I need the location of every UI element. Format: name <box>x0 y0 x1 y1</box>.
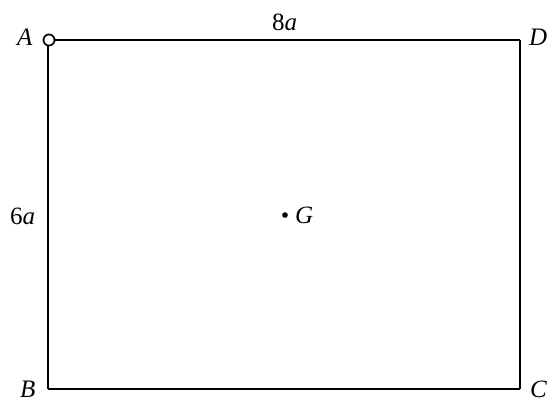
center-label-g: G <box>295 202 313 229</box>
dimension-label-side: 6a <box>10 203 35 230</box>
vertex-label-a: A <box>15 24 33 51</box>
pivot-circle-icon <box>42 33 56 47</box>
vertex-label-c: C <box>530 376 547 399</box>
dimension-side-coef: 6 <box>10 203 23 230</box>
dimension-side-var: a <box>23 203 36 230</box>
dimension-label-top: 8a <box>272 9 297 36</box>
vertex-label-d: D <box>528 24 547 51</box>
vertex-label-b: B <box>20 376 35 399</box>
dimension-top-var: a <box>285 9 298 36</box>
center-point-icon <box>282 212 288 218</box>
dimension-top-coef: 8 <box>272 9 285 36</box>
